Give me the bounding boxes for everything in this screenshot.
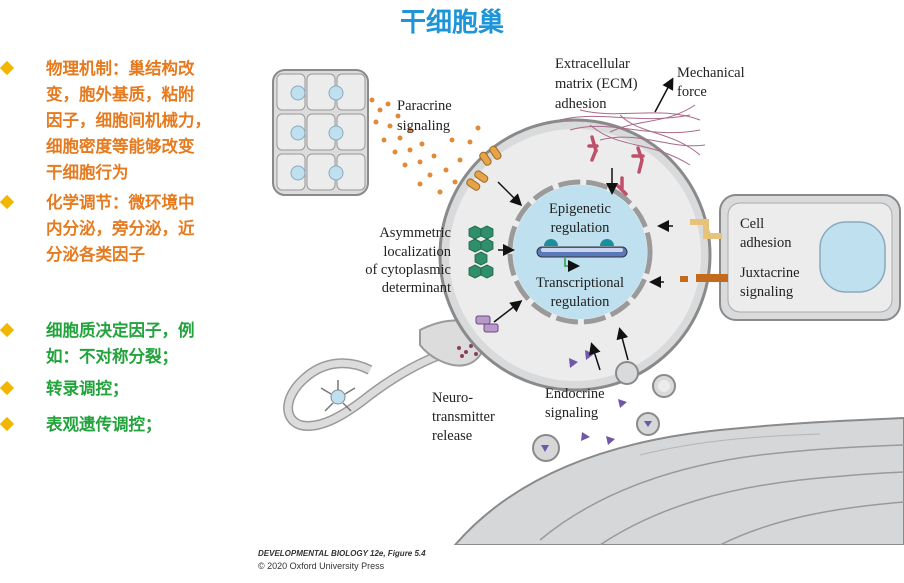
bottom-tissue bbox=[453, 416, 904, 545]
svg-text:Neuro-: Neuro- bbox=[432, 390, 473, 406]
page-title: 干细胞巢 bbox=[399, 8, 504, 38]
stem-cell bbox=[438, 118, 712, 392]
svg-text:determinant: determinant bbox=[382, 280, 451, 296]
svg-text:release: release bbox=[432, 428, 472, 444]
svg-text:force: force bbox=[677, 84, 707, 100]
label-asymmetric: Asymmetric localization of cytoplasmic d… bbox=[365, 225, 452, 296]
svg-text:adhesion: adhesion bbox=[555, 96, 607, 112]
diamond-bullet-icon bbox=[0, 194, 15, 210]
svg-text:signaling: signaling bbox=[740, 284, 793, 300]
label-epigenetic: Epigenetic regulation bbox=[549, 201, 611, 236]
svg-text:Mechanical: Mechanical bbox=[677, 65, 745, 81]
svg-text:Epigenetic: Epigenetic bbox=[549, 201, 611, 217]
neighbor-cell bbox=[719, 194, 901, 321]
bullet-text: 表观遗传调控； bbox=[46, 415, 162, 434]
svg-text:matrix (ECM): matrix (ECM) bbox=[555, 76, 638, 92]
bullet-text: 物理机制：巢结构改 变，胞外基质，粘附 因子，细胞间机械力， 细胞密度等能够改变… bbox=[46, 59, 211, 182]
stem-cell-niche-diagram: Paracrine signaling Extracellular matrix… bbox=[272, 56, 904, 545]
svg-text:Cell: Cell bbox=[740, 216, 764, 232]
diamond-bullet-icon bbox=[0, 380, 15, 396]
bullet-text: 化学调节：微环境中 内分泌，旁分泌，近 分泌各类因子 bbox=[46, 193, 195, 264]
label-cell-adhesion: Cell adhesion bbox=[740, 216, 792, 251]
diamond-bullet-icon bbox=[0, 416, 15, 432]
svg-text:signaling: signaling bbox=[397, 118, 450, 134]
bullet-text: 转录调控； bbox=[46, 379, 129, 398]
svg-text:Endocrine: Endocrine bbox=[545, 386, 605, 402]
label-ecm: Extracellular matrix (ECM) adhesion bbox=[555, 56, 638, 112]
svg-text:regulation: regulation bbox=[551, 220, 611, 236]
svg-text:Extracellular: Extracellular bbox=[555, 56, 630, 72]
svg-text:transmitter: transmitter bbox=[432, 409, 495, 425]
label-mechanical: Mechanical force bbox=[677, 65, 745, 100]
label-paracrine: Paracrine signaling bbox=[397, 98, 452, 134]
svg-text:Paracrine: Paracrine bbox=[397, 98, 452, 114]
diamond-bullet-icon bbox=[0, 60, 15, 76]
svg-text:Juxtacrine: Juxtacrine bbox=[740, 265, 800, 281]
label-neurotransmitter: Neuro- transmitter release bbox=[432, 390, 495, 444]
label-endocrine: Endocrine signaling bbox=[545, 386, 605, 421]
svg-text:localization: localization bbox=[383, 244, 451, 260]
bullet-text: 细胞质决定因子，例 如：不对称分裂； bbox=[46, 321, 195, 366]
svg-text:Transcriptional: Transcriptional bbox=[536, 275, 624, 291]
diamond-bullet-icon bbox=[0, 322, 15, 338]
figure-credit-copyright: © 2020 Oxford University Press bbox=[258, 561, 385, 571]
label-transcriptional: Transcriptional regulation bbox=[536, 275, 624, 310]
ecm-fibers bbox=[559, 104, 706, 166]
svg-text:signaling: signaling bbox=[545, 405, 598, 421]
svg-text:Asymmetric: Asymmetric bbox=[379, 225, 451, 241]
svg-text:adhesion: adhesion bbox=[740, 235, 792, 251]
label-juxtacrine: Juxtacrine signaling bbox=[740, 265, 800, 300]
svg-text:regulation: regulation bbox=[551, 294, 611, 310]
figure-credit-title: DEVELOPMENTAL BIOLOGY 12e, Figure 5.4 bbox=[258, 549, 426, 558]
paracrine-cell-cluster bbox=[272, 69, 369, 196]
svg-text:of cytoplasmic: of cytoplasmic bbox=[365, 262, 451, 278]
